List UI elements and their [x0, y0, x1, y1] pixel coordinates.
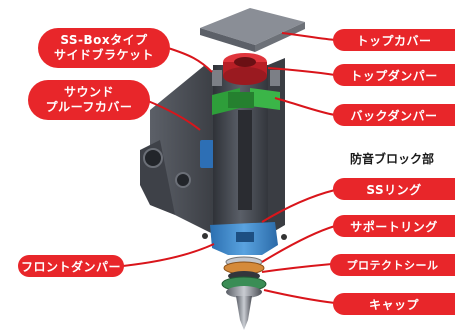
- rings-and-chisel: [221, 256, 267, 330]
- cap-label: キャップ: [333, 293, 455, 315]
- top-cover-part: [200, 8, 305, 52]
- back-damper-part: [212, 88, 280, 115]
- top-cover-label: トップカバー: [333, 29, 455, 51]
- soundproof-cover-label: サウンド プルーフカバー: [28, 80, 150, 120]
- front-damper-label: フロントダンパー: [18, 255, 124, 277]
- soundproof-block-heading: 防音ブロック部: [350, 152, 435, 166]
- side-bracket-label: SS-Boxタイプ サイドブラケット: [38, 28, 170, 68]
- side-bracket-line1: SS-Boxタイプ: [60, 33, 148, 47]
- top-damper-label: トップダンパー: [333, 64, 455, 86]
- support-ring-label: サポートリング: [333, 215, 455, 237]
- side-bracket-line2: サイドブラケット: [53, 48, 154, 62]
- protect-seal-label: プロテクトシール: [330, 254, 455, 276]
- leader-lines: [121, 32, 336, 304]
- ss-ring-label: SSリング: [333, 178, 455, 200]
- back-damper-label: バックダンパー: [333, 104, 455, 126]
- front-damper-part: [202, 222, 287, 255]
- top-damper-part: [212, 53, 280, 86]
- soundproof-cover-line1: サウンド: [63, 85, 114, 99]
- soundproof-cover-line2: プルーフカバー: [45, 100, 133, 114]
